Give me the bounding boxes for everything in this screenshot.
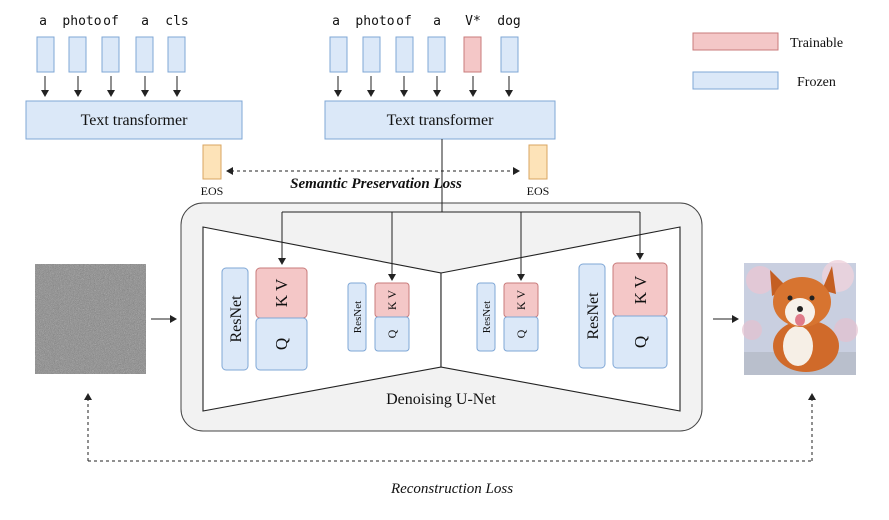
q-block-4 — [612, 315, 668, 369]
q-block-2-label: Q — [385, 329, 399, 338]
right-token-embedding-3 — [395, 36, 414, 73]
right-token-embedding-4 — [427, 36, 446, 73]
blossom-4 — [742, 320, 762, 340]
left-token-embedding-1 — [36, 36, 55, 73]
unet-title: Denoising U-Net — [386, 391, 496, 408]
legend-frozen-label: Frozen — [797, 75, 836, 90]
resnet-block-1-label: ResNet — [228, 295, 245, 343]
left-token-a2: a — [141, 14, 149, 29]
q-block-1-label: Q — [272, 338, 291, 350]
left-token-embedding-4 — [135, 36, 154, 73]
dog-tongue — [795, 314, 805, 326]
dog-right-ear — [822, 266, 836, 294]
dog-left-eye — [787, 295, 793, 301]
left-token-photo: photo — [62, 14, 101, 29]
right-text-transformer — [324, 100, 556, 140]
right-prompt-group: a photo of a V* dog Text transformer EOS — [324, 14, 556, 198]
dog-right-eye — [809, 295, 815, 301]
left-eos-label: EOS — [201, 184, 224, 198]
right-token-dog: dog — [497, 14, 520, 29]
kv-block-2-label: K V — [385, 290, 399, 310]
legend: Trainable Frozen — [692, 32, 843, 90]
dog-nose — [797, 306, 803, 312]
semantic-loss-label-bg — [264, 174, 488, 192]
right-text-transformer-label: Text transformer — [387, 112, 495, 129]
right-token-embedding-6 — [500, 36, 519, 73]
q-block-1 — [255, 317, 308, 371]
noise-image-texture — [35, 264, 146, 374]
right-token-embedding-2 — [362, 36, 381, 73]
right-eos-embedding — [528, 144, 548, 180]
left-token-embedding-5 — [167, 36, 186, 73]
left-token-embedding-3 — [101, 36, 120, 73]
left-text-transformer-label: Text transformer — [81, 112, 189, 129]
resnet-block-3-label: ResNet — [481, 301, 493, 333]
left-eos-embedding — [202, 144, 222, 180]
legend-frozen-swatch — [692, 71, 779, 90]
right-token-vstar: V* — [465, 14, 481, 29]
output-dog-image — [742, 260, 858, 375]
q-block-2 — [374, 316, 410, 352]
q-block-3 — [503, 316, 539, 352]
semantic-loss-label: Semantic Preservation Loss — [290, 176, 462, 192]
kv-block-1-label: K V — [272, 278, 291, 307]
left-token-of: of — [103, 14, 119, 29]
input-noise-image — [35, 264, 146, 374]
denoising-unet: ResNet K V Q ResNet K V Q ResNet K V Q R… — [180, 139, 703, 432]
left-prompt-group: a photo of a cls Text transformer EOS — [25, 14, 243, 198]
dog-chest — [783, 326, 813, 366]
reconstruction-loss-label: Reconstruction Loss — [390, 481, 513, 497]
right-token-embedding-1 — [329, 36, 348, 73]
legend-trainable-swatch — [692, 32, 779, 51]
right-token-embedding-vstar — [463, 36, 482, 73]
left-token-a1: a — [39, 14, 47, 29]
kv-block-3-label: K V — [514, 290, 528, 310]
resnet-block-4-label: ResNet — [585, 292, 602, 340]
legend-trainable-label: Trainable — [790, 36, 843, 51]
q-block-4-label: Q — [631, 336, 650, 348]
right-token-photo: photo — [355, 14, 394, 29]
blossom-3 — [834, 318, 858, 342]
right-token-a1: a — [332, 14, 340, 29]
resnet-block-1 — [221, 267, 249, 371]
resnet-block-2 — [347, 282, 367, 352]
right-eos-label: EOS — [527, 184, 550, 198]
right-token-of: of — [396, 14, 412, 29]
right-token-a2: a — [433, 14, 441, 29]
q-block-3-label: Q — [514, 329, 528, 338]
resnet-block-2-label: ResNet — [352, 301, 364, 333]
left-token-embedding-2 — [68, 36, 87, 73]
blossom-1 — [746, 266, 774, 294]
left-token-cls: cls — [165, 14, 188, 29]
resnet-block-3 — [476, 282, 496, 352]
left-text-transformer — [25, 100, 243, 140]
resnet-block-4 — [578, 263, 606, 369]
kv-block-4-label: K V — [631, 275, 650, 304]
